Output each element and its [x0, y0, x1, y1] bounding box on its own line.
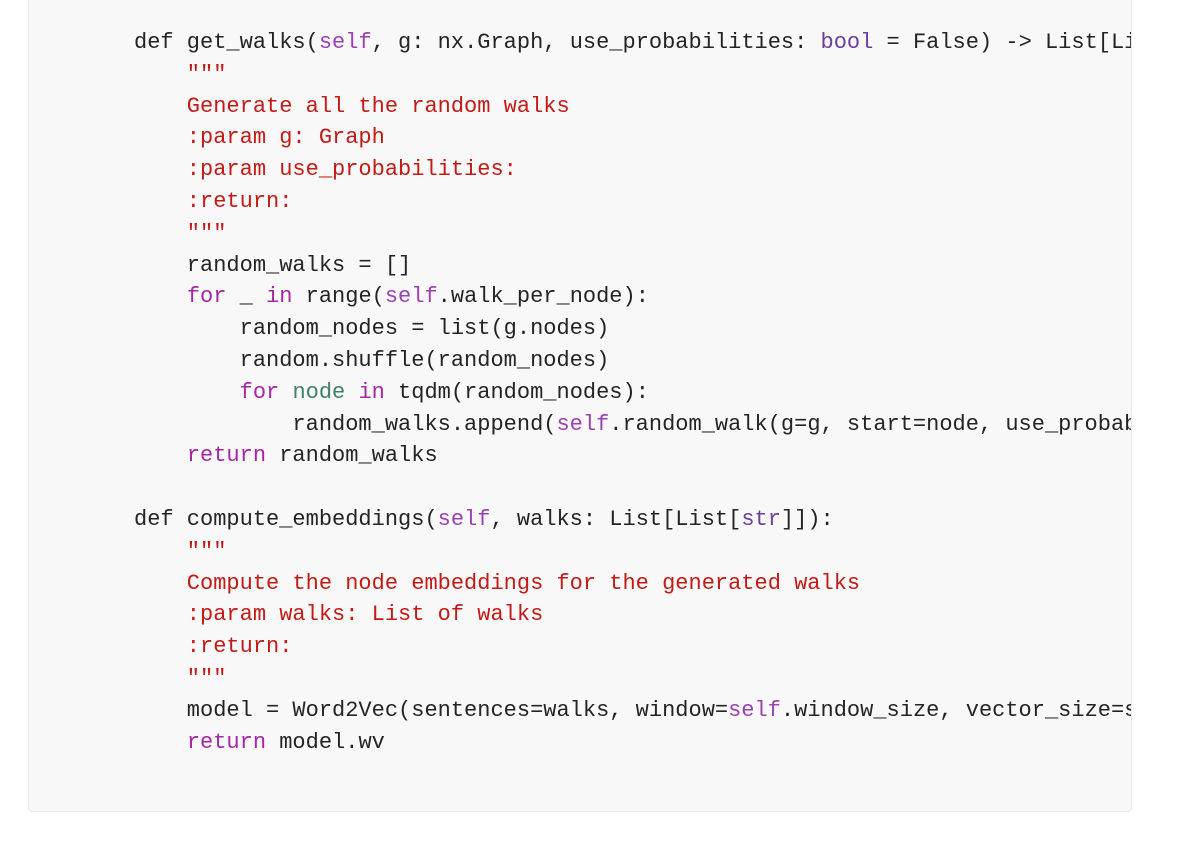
code-token: self	[384, 284, 438, 310]
code-listing[interactable]: def get_walks(self, g: nx.Graph, use_pro…	[134, 27, 1131, 758]
code-token: """	[134, 538, 227, 564]
code-line: :return:	[134, 186, 1131, 218]
code-token: for	[239, 379, 280, 405]
code-line: for _ in range(self.walk_per_node):	[134, 281, 1131, 313]
code-line: """	[134, 536, 1131, 568]
code-token: _	[226, 284, 267, 310]
code-token: range(	[292, 284, 385, 310]
code-token: tqdm(random_nodes):	[384, 379, 649, 405]
code-line: return random_walks	[134, 440, 1131, 472]
code-token: self	[556, 411, 610, 437]
code-line: return model.wv	[134, 727, 1131, 759]
code-line	[134, 472, 1131, 504]
code-token: bool	[820, 30, 874, 55]
code-token: self	[728, 697, 781, 723]
code-token: model.wv	[266, 729, 385, 755]
code-line: Compute the node embeddings for the gene…	[134, 568, 1131, 600]
code-token: model = Word2Vec(sentences=walks, window…	[134, 697, 729, 723]
code-token: in	[358, 379, 385, 405]
code-token	[134, 443, 187, 468]
code-token: .random_walk(g=g, start=node, use_probab	[609, 411, 1132, 437]
code-token: def get_walks(	[134, 30, 319, 55]
code-line: def compute_embeddings(self, walks: List…	[134, 504, 1131, 536]
code-token: = False) -> List[Li	[873, 30, 1132, 55]
code-token	[134, 730, 187, 755]
code-line: Generate all the random walks	[134, 91, 1131, 123]
code-token: """	[134, 61, 227, 87]
code-line: model = Word2Vec(sentences=walks, window…	[134, 695, 1131, 727]
code-token: self	[318, 30, 372, 55]
code-line: random_walks = []	[134, 250, 1131, 282]
code-token: """	[134, 665, 227, 691]
code-token: random.shuffle(random_nodes)	[134, 347, 610, 373]
code-line: def get_walks(self, g: nx.Graph, use_pro…	[134, 27, 1131, 59]
code-token: Compute the node embeddings for the gene…	[134, 570, 861, 596]
code-line: for node in tqdm(random_nodes):	[134, 377, 1131, 409]
code-token	[345, 380, 358, 405]
code-token: .walk_per_node):	[437, 284, 649, 310]
code-line: """	[134, 218, 1131, 250]
code-token: random_walks = []	[134, 252, 412, 278]
code-token	[134, 284, 187, 309]
code-token: :param walks: List of walks	[134, 602, 544, 628]
code-token: , walks: List[List[	[490, 506, 742, 532]
code-token: for	[186, 284, 227, 310]
code-line: random.shuffle(random_nodes)	[134, 345, 1131, 377]
code-token: def compute_embeddings(	[134, 506, 438, 532]
code-token: return	[186, 443, 267, 469]
code-token: .window_size, vector_size=s	[780, 697, 1132, 723]
code-line: :return:	[134, 631, 1131, 663]
code-token	[134, 380, 240, 405]
code-block: def get_walks(self, g: nx.Graph, use_pro…	[28, 0, 1132, 812]
code-token: str	[741, 506, 781, 532]
code-token: Generate all the random walks	[134, 93, 570, 119]
code-token	[279, 380, 292, 405]
code-token: random_walks.append(	[134, 411, 557, 437]
code-line: """	[134, 663, 1131, 695]
code-token: random_nodes = list(g.nodes)	[134, 316, 610, 342]
code-token: :return:	[134, 634, 293, 660]
code-token: , g: nx.Graph, use_probabilities:	[371, 30, 821, 55]
code-line: :param walks: List of walks	[134, 599, 1131, 631]
code-line: :param use_probabilities:	[134, 154, 1131, 186]
code-token: :param g: Graph	[134, 125, 385, 151]
code-line: :param g: Graph	[134, 122, 1131, 154]
code-token: ]]):	[780, 506, 834, 532]
code-token: """	[134, 220, 227, 246]
code-token: node	[292, 379, 346, 405]
code-token: :return:	[134, 188, 293, 214]
code-token: :param use_probabilities:	[134, 157, 517, 183]
code-line: random_nodes = list(g.nodes)	[134, 313, 1131, 345]
code-line: """	[134, 59, 1131, 91]
code-token: self	[437, 506, 491, 532]
code-token: random_walks	[266, 443, 438, 469]
code-token: return	[186, 729, 267, 755]
code-line: random_walks.append(self.random_walk(g=g…	[134, 409, 1131, 441]
code-token: in	[266, 284, 293, 310]
